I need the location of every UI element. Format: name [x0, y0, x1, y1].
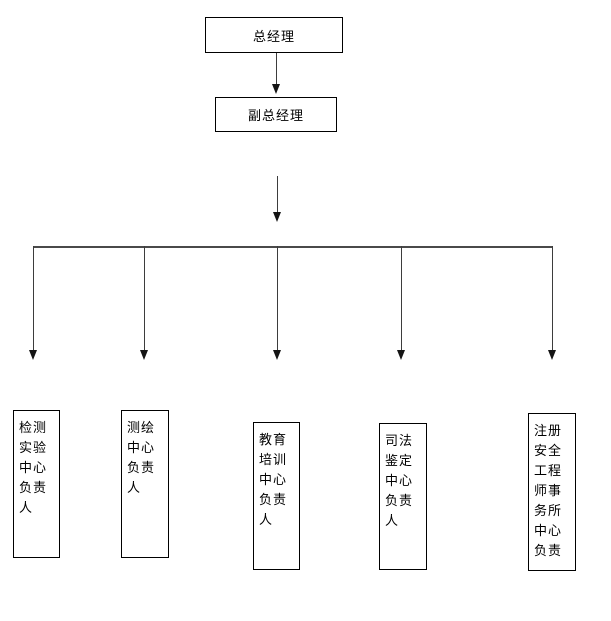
org-box-judicial-appraisal-center: 司法鉴定中心负责人: [379, 423, 427, 570]
branch-arrowhead-2: [139, 350, 148, 360]
surveying-center-label: 测绘中心负责人: [127, 421, 156, 496]
distribution-line: [33, 246, 553, 248]
branch-line-2: [143, 246, 145, 351]
branch-arrowhead-3: [272, 350, 281, 360]
deputy-general-manager-label: 副总经理: [247, 109, 304, 124]
org-box-testing-lab-center: 检测实验中心负责人: [13, 410, 60, 558]
connector-deputy-branches-arrowhead: [272, 212, 281, 222]
branch-line-1: [32, 246, 34, 351]
registered-safety-engineer-office-label: 注册安全工程师事务所中心负责: [534, 424, 563, 559]
general-manager-label: 总经理: [252, 29, 295, 45]
judicial-appraisal-center-label: 司法鉴定中心负责人: [385, 434, 414, 529]
org-box-deputy-general-manager: 副总经理: [215, 97, 337, 132]
branch-arrowhead-1: [28, 350, 37, 360]
branch-line-3: [276, 246, 278, 351]
education-training-center-label: 教育培训中心负责人: [259, 433, 288, 528]
branch-arrowhead-4: [396, 350, 405, 360]
org-box-surveying-center: 测绘中心负责人: [121, 410, 169, 558]
branch-line-5: [551, 246, 553, 351]
connector-root-deputy-arrowhead: [271, 84, 280, 94]
org-box-education-training-center: 教育培训中心负责人: [253, 422, 300, 570]
org-box-general-manager: 总经理: [205, 17, 343, 53]
connector-deputy-branches-line: [276, 176, 278, 213]
branch-line-4: [400, 246, 402, 351]
org-box-registered-safety-engineer-office: 注册安全工程师事务所中心负责: [528, 413, 576, 571]
connector-root-deputy-line: [275, 53, 277, 85]
testing-lab-center-label: 检测实验中心负责人: [19, 421, 48, 516]
branch-arrowhead-5: [547, 350, 556, 360]
